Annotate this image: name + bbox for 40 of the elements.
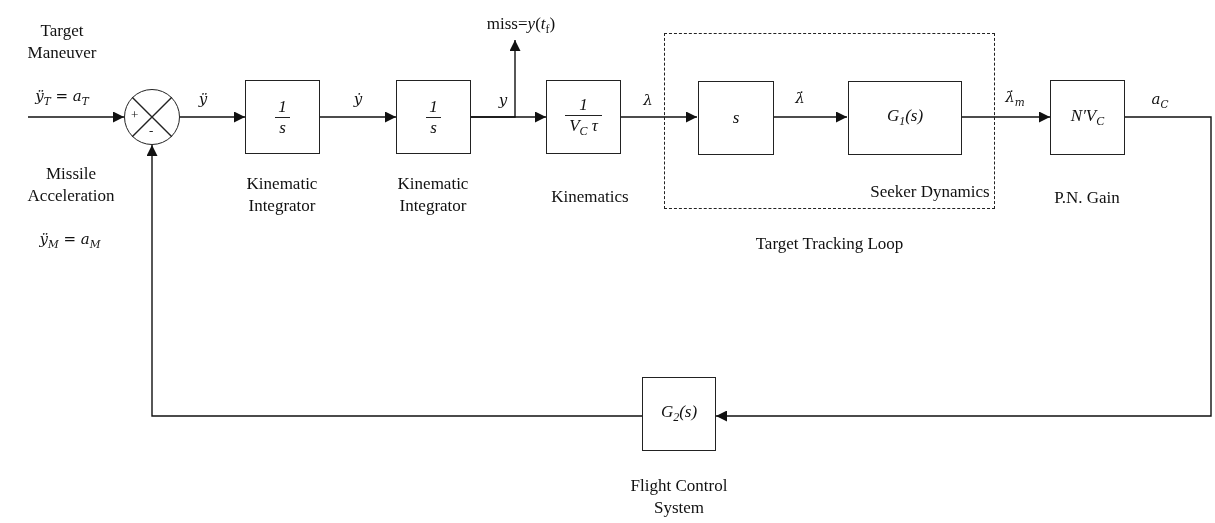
- arrow: [620, 111, 698, 123]
- output-label: miss=y(t$_{f}$): [462, 12, 580, 40]
- block-caption: Flight Control System: [629, 474, 729, 519]
- transfer-function-block: [245, 80, 320, 154]
- transfer-function: s: [732, 108, 740, 128]
- dashed-loop-boundary: [664, 33, 995, 209]
- transfer-function: N′V$_{C}$: [1070, 105, 1105, 130]
- arrow: [319, 111, 397, 123]
- transfer-function-block: [848, 81, 962, 155]
- signal-label: ÿ$_{T}$ = a$_{T}$: [33, 87, 91, 107]
- block-caption: P.N. Gain: [1053, 186, 1121, 209]
- signal-description: Target Maneuver: [26, 19, 98, 64]
- block-caption: Seeker Dynamics: [870, 180, 990, 203]
- signal-description: Missile Acceleration: [26, 162, 116, 207]
- summing-junction: [124, 89, 180, 145]
- transfer-function: 1 s: [274, 96, 291, 138]
- block-caption: Kinematics: [550, 185, 630, 208]
- transfer-function: 1 V$_{C}$ τ: [565, 94, 602, 140]
- signal-label: ÿ$_{M}$ = a$_{M}$: [37, 230, 103, 250]
- transfer-function: G$_{2}$(s): [660, 402, 698, 426]
- arrow: [179, 111, 246, 123]
- arrow: [470, 39, 521, 118]
- signal-label: ẏ: [351, 90, 365, 108]
- transfer-function: G$_{1}$(s): [886, 106, 924, 130]
- transfer-function: 1 s: [425, 96, 442, 138]
- arrow: [772, 111, 848, 123]
- transfer-function-block: [698, 81, 774, 155]
- transfer-function-block: [396, 80, 471, 154]
- transfer-function-block: [546, 80, 621, 154]
- block-caption: Kinematic Integrator: [396, 172, 470, 217]
- arrow: [715, 116, 1212, 422]
- transfer-function-block: [642, 377, 716, 451]
- signal-label: λ̇$_{m}$: [1003, 88, 1027, 108]
- arrow: [27, 111, 125, 123]
- transfer-function-block: [1050, 80, 1125, 155]
- loop-title: Target Tracking Loop: [755, 232, 904, 255]
- arrow: [146, 144, 643, 417]
- block-caption: Kinematic Integrator: [245, 172, 319, 217]
- arrow: [960, 111, 1051, 123]
- signal-label: ÿ: [196, 90, 210, 108]
